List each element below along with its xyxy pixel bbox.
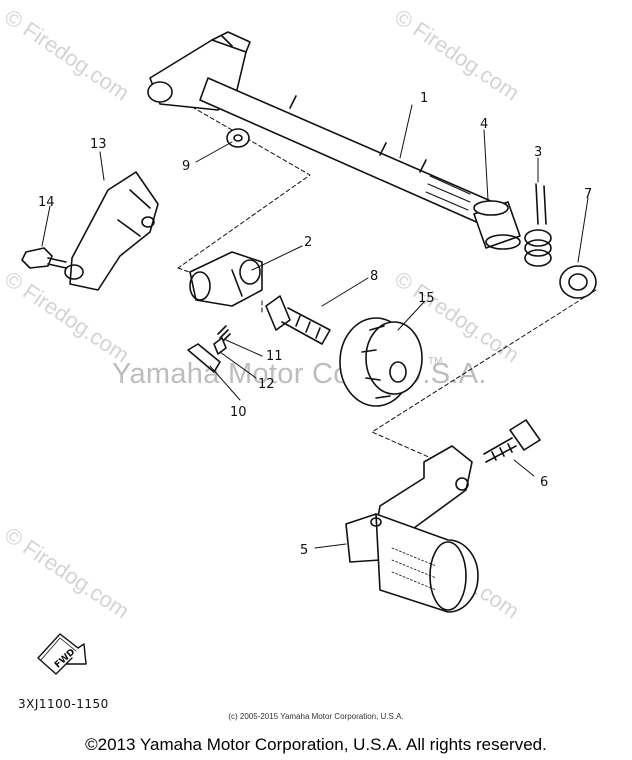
part-9-washer[interactable] [226,128,250,148]
leader-lines [41,104,589,549]
part-8-bolt[interactable] [265,295,331,345]
part-10-plate[interactable] [187,343,221,373]
callout-10: 10 [230,405,247,420]
callout-5: 5 [300,543,308,558]
callout-4: 4 [480,117,488,132]
part-14-bolt[interactable] [21,247,67,269]
part-2-segment[interactable] [189,251,263,307]
callout-14: 14 [38,195,55,210]
part-6-bolt[interactable] [483,419,541,463]
diagram-part-code: 3XJ1100-1150 [18,697,109,711]
callout-numbers: 1 2 3 4 5 6 7 8 9 10 11 12 13 14 15 [38,91,592,558]
part-13-shift-arm[interactable] [64,171,159,291]
callout-11: 11 [266,349,283,364]
watermark-yamaha-center: Yamaha Motor Corp., U.S.A. [112,358,487,390]
part-7-oil-seal[interactable] [559,265,597,299]
callout-2: 2 [304,235,312,250]
part-5-shift-pedal[interactable] [345,445,479,613]
watermark-trademark: TM [428,356,443,367]
part-15-shift-drum[interactable] [339,317,423,407]
part-1-shift-shaft[interactable] [147,31,502,229]
callout-13: 13 [90,137,107,152]
callout-8: 8 [370,269,378,284]
callout-15: 15 [418,291,435,306]
small-copyright: (c) 2005-2015 Yamaha Motor Corporation, … [228,712,404,721]
callout-9: 9 [182,159,190,174]
part-3-spring[interactable] [524,183,552,267]
callout-1: 1 [420,91,428,106]
assembly-guide-lines [177,99,597,463]
part-4-bushing[interactable] [473,200,521,250]
callout-3: 3 [534,145,542,160]
part-12-pin[interactable] [213,337,227,355]
callout-12: 12 [258,377,275,392]
callout-6: 6 [540,475,548,490]
footer-copyright: ©2013 Yamaha Motor Corporation, U.S.A. A… [85,735,547,754]
callout-7: 7 [584,187,592,202]
fwd-arrow-icon: FWD [37,633,87,675]
